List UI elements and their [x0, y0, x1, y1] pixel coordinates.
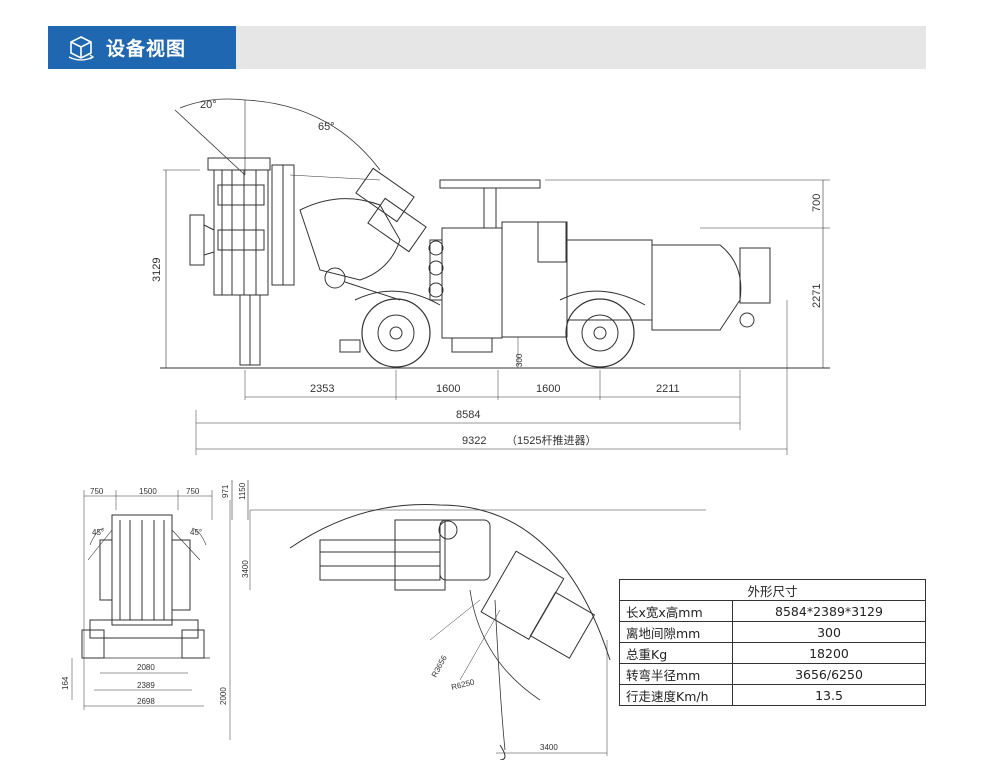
section-header-tab: 设备视图: [48, 26, 236, 69]
height-top-label: 700: [811, 194, 823, 212]
table-row: 离地间隙mm 300: [619, 621, 926, 643]
spec-value: 3656/6250: [732, 663, 926, 685]
length-overall-label: 8584: [456, 409, 480, 421]
seg-3-label: 1600: [536, 383, 560, 395]
spec-value: 300: [732, 621, 926, 643]
front-view: [71, 480, 249, 740]
specs-title: 外形尺寸: [619, 579, 926, 601]
seg-4-label: 2211: [656, 383, 680, 395]
front-height-c-label: 3400: [241, 560, 250, 578]
front-bottom-left-label: 164: [61, 676, 70, 690]
ground-clearance-label: 300: [515, 353, 524, 367]
angle-left-label: 20°: [200, 99, 217, 111]
front-width-b-label: 2389: [137, 681, 155, 690]
front-top-mid-label: 1500: [139, 487, 157, 496]
seg-1-label: 2353: [310, 383, 334, 395]
turn-radius-inner-label: R3656: [430, 653, 449, 679]
turn-radius-outer-label: R6250: [450, 677, 476, 692]
spec-label: 行走速度Km/h: [619, 684, 733, 706]
front-height-a-label: 971: [221, 484, 230, 498]
specs-table: 外形尺寸 长x宽x高mm 8584*2389*3129 离地间隙mm 300 总…: [619, 579, 926, 706]
spec-value: 13.5: [732, 684, 926, 706]
table-row: 总重Kg 18200: [619, 642, 926, 664]
spec-label: 总重Kg: [619, 642, 733, 664]
table-row: 转弯半径mm 3656/6250: [619, 663, 926, 685]
front-height-b-label: 1150: [238, 482, 247, 500]
height-total-label: 3129: [151, 258, 163, 282]
table-row: 行走速度Km/h 13.5: [619, 684, 926, 706]
extended-note-label: （1525杆推进器）: [506, 433, 596, 447]
front-bottom-right-label: 2000: [219, 687, 228, 705]
spec-value: 8584*2389*3129: [732, 600, 926, 622]
specs-header-row: 外形尺寸: [619, 579, 926, 601]
front-width-c-label: 2698: [137, 697, 155, 706]
turn-view: [249, 504, 706, 760]
front-angle-left-label: 45°: [92, 528, 104, 537]
table-row: 长x宽x高mm 8584*2389*3129: [619, 600, 926, 622]
front-angle-right-label: 45°: [190, 528, 202, 537]
spec-label: 转弯半径mm: [619, 663, 733, 685]
turn-width-label: 3400: [540, 743, 558, 752]
spec-value: 18200: [732, 642, 926, 664]
spec-label: 离地间隙mm: [619, 621, 733, 643]
front-top-right-label: 750: [186, 487, 200, 496]
3d-cube-icon: [68, 35, 95, 61]
side-view: [160, 98, 830, 455]
front-width-a-label: 2080: [137, 663, 155, 672]
page-title: 设备视图: [106, 38, 187, 60]
section-header: 设备视图: [48, 26, 926, 69]
height-right-label: 2271: [811, 284, 823, 308]
front-top-left-label: 750: [90, 487, 104, 496]
spec-label: 长x宽x高mm: [619, 600, 733, 622]
seg-2-label: 1600: [436, 383, 460, 395]
length-extended-label: 9322: [462, 435, 486, 447]
angle-right-label: 65°: [318, 121, 335, 133]
